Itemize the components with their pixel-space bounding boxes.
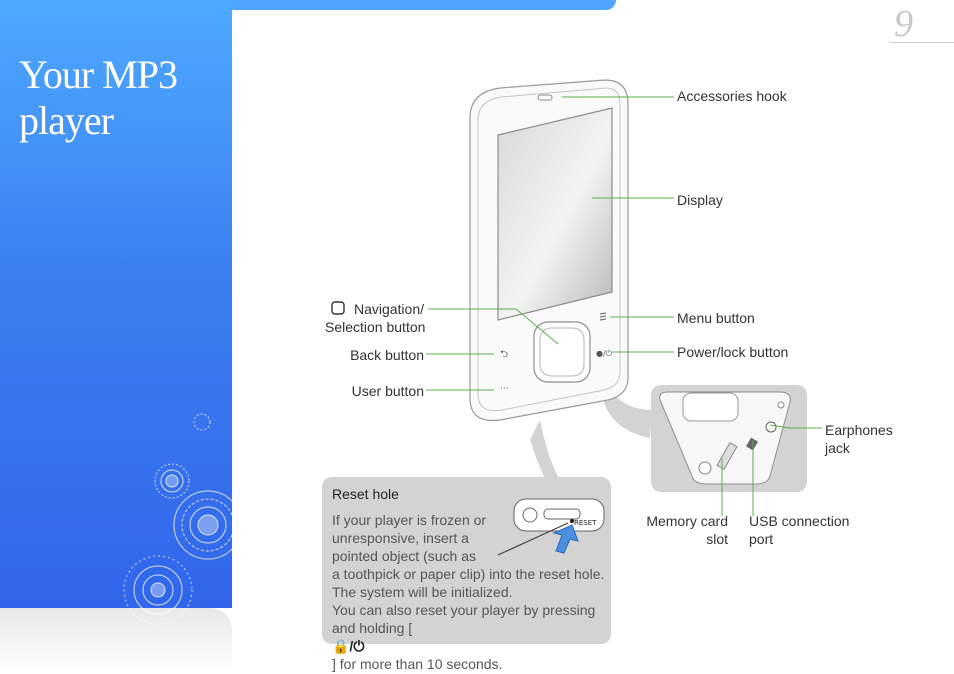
lock-power-key-icon: 🔒/⏻ xyxy=(332,638,365,654)
reset-line-6: You can also reset your player by pressi… xyxy=(332,602,596,618)
side-footer xyxy=(0,608,232,674)
label-earphones-line-1: Earphones xyxy=(825,422,893,438)
svg-text:···: ··· xyxy=(500,384,509,394)
reset-line-3: pointed object (such as xyxy=(332,548,476,564)
label-navigation-line-2: Selection button xyxy=(325,319,426,335)
label-accessories-hook: Accessories hook xyxy=(677,88,787,104)
label-user-button: User button xyxy=(351,383,424,399)
reset-line-2: unresponsive, insert a xyxy=(332,530,469,546)
page-number-rule xyxy=(890,42,954,43)
reset-title: Reset hole xyxy=(332,486,399,502)
reset-hole-illustration: RESET xyxy=(497,498,605,556)
reset-line-5: The system will be initialized. xyxy=(332,584,513,600)
label-memory-line-1: Memory card xyxy=(646,513,728,529)
reset-line-1: If your player is frozen or xyxy=(332,512,487,528)
label-display: Display xyxy=(677,192,723,208)
reset-body: If your player is frozen or unresponsive… xyxy=(332,511,608,673)
reset-line-7: and holding [ 🔒/⏻ ] for more than 10 secon… xyxy=(332,619,608,673)
label-usb-line-1: USB connection xyxy=(749,513,850,529)
title-line-2: player xyxy=(19,98,114,143)
svg-text:●/⏻: ●/⏻ xyxy=(596,349,613,358)
label-earphones-jack: Earphones jack xyxy=(825,421,893,457)
label-menu-button: Menu button xyxy=(677,310,755,326)
title-line-1: Your MP3 xyxy=(19,52,178,97)
label-back-button: Back button xyxy=(350,347,424,363)
reset-last-prefix: and holding [ xyxy=(332,620,413,636)
device-bezel xyxy=(477,87,621,412)
leader-lines xyxy=(426,96,822,516)
label-usb-port: USB connection port xyxy=(749,512,849,548)
device-bottom-view xyxy=(659,391,791,485)
label-memory-line-2: slot xyxy=(706,531,728,547)
label-navigation: Navigation/ xyxy=(326,300,424,318)
display-screen xyxy=(497,107,613,321)
reset-line-4: a toothpick or paper clip) into the rese… xyxy=(332,566,605,582)
label-power-lock: Power/lock button xyxy=(677,344,789,360)
accessories-hook-shape xyxy=(537,94,553,101)
top-bar xyxy=(232,0,616,10)
label-navigation-line-1: Navigation/ xyxy=(353,301,424,317)
reset-last-suffix: ] for more than 10 seconds. xyxy=(332,656,503,672)
reset-tag: RESET xyxy=(574,519,597,527)
bottom-callout-tail xyxy=(602,390,652,438)
page-title: Your MP3 player xyxy=(19,52,219,144)
nav-button-inner xyxy=(539,327,585,377)
label-usb-line-2: port xyxy=(749,531,774,547)
insert-arrow-icon xyxy=(552,524,579,554)
label-memory-card-slot: Memory card slot xyxy=(630,512,728,548)
reset-hole-box: Reset hole RESET If your player is froze… xyxy=(322,477,611,672)
page-number: 9 xyxy=(894,3,913,45)
reset-callout-tail xyxy=(530,420,560,480)
side-banner xyxy=(0,0,232,608)
nav-icon xyxy=(330,300,346,320)
svg-text:⮌: ⮌ xyxy=(500,349,508,360)
label-earphones-line-2: jack xyxy=(825,440,850,456)
